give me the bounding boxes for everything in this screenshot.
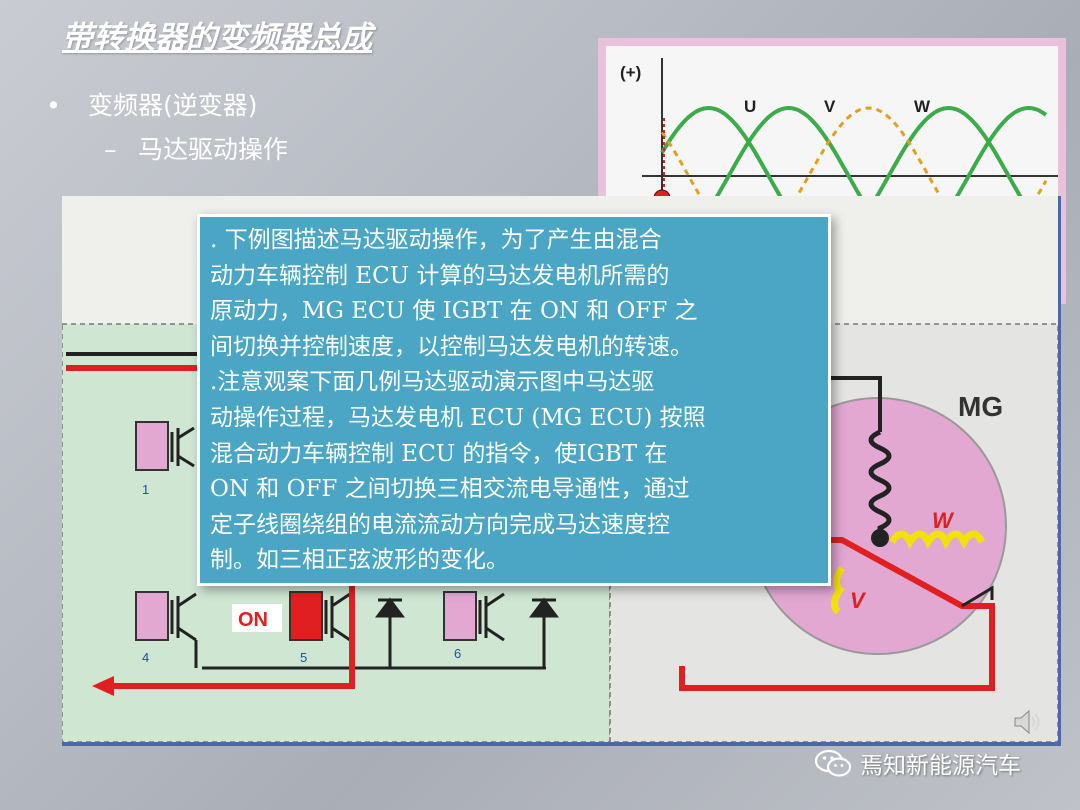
igbt-number-4: 4 <box>142 650 149 665</box>
description-line-3: 原动力，MG ECU 使 IGBT 在 ON 和 OFF 之 <box>210 298 698 325</box>
phase-w-label: W <box>914 97 931 116</box>
description-line-1: . 下例图描述马达驱动操作，为了产生由混合 <box>210 227 662 253</box>
description-line-4: 间切换并控制速度，以控制马达发电机的转速。 <box>210 333 693 360</box>
description-line-7: 混合动力车辆控制 ECU 的指令，使IGBT 在 <box>210 440 668 467</box>
bullet-dash: – <box>104 135 117 164</box>
description-line-9: 定子线圈绕组的电流流动方向完成马达速度控 <box>210 511 670 538</box>
igbt-gate-4 <box>135 591 169 641</box>
wave-v-curve <box>661 105 1048 247</box>
current-path-motor <box>679 537 995 691</box>
igbt-number-5: 5 <box>300 650 307 665</box>
coil-u <box>868 429 892 542</box>
description-textbox: . 下例图描述马达驱动操作，为了产生由混合 动力车辆控制 ECU 计算的马达发电… <box>197 214 831 586</box>
speaker-icon[interactable] <box>1012 708 1042 740</box>
coil-w <box>889 530 986 550</box>
current-path-return <box>102 586 355 689</box>
igbt-gate-5 <box>289 591 323 641</box>
coil-v <box>831 565 845 615</box>
description-line-5: .注意观案下面几例马达驱动演示图中马达驱 <box>210 369 655 396</box>
igbt-symbol-1 <box>170 426 195 468</box>
bullet-level1: • 变频器(逆变器) <box>46 86 258 122</box>
diode-5 <box>375 597 405 668</box>
description-line-2: 动力车辆控制 ECU 计算的马达发电机所需的 <box>210 262 670 289</box>
coil-w-label: W <box>932 508 955 533</box>
igbt-number-1: 1 <box>142 482 149 497</box>
igbt-gate-1 <box>135 421 169 471</box>
motor-label: MG <box>958 391 1003 422</box>
coil-v-label: V <box>850 588 867 613</box>
bullet-text-motor-drive: 马达驱动操作 <box>138 135 289 164</box>
phase-v-label: V <box>824 97 836 116</box>
igbt-number-6: 6 <box>454 646 461 661</box>
igbt-symbol-6 <box>478 592 505 642</box>
current-arrow <box>92 676 114 696</box>
on-label-bg <box>232 604 282 632</box>
wave-axis-label: (+) <box>620 63 641 82</box>
igbt-gate-6 <box>443 591 477 641</box>
neutral-point <box>871 529 889 547</box>
diode-6 <box>529 597 559 668</box>
slide-title: 带转换器的变频器总成 <box>62 20 372 56</box>
description-line-10: 制。如三相正弦波形的变化。 <box>210 547 509 574</box>
bullet-text-inverter: 变频器(逆变器) <box>88 91 258 120</box>
watermark-text: 焉知新能源汽车 <box>860 753 1021 779</box>
motor-wire-w <box>961 585 994 608</box>
bullet-dot: • <box>46 91 61 120</box>
description-line-6: 动操作过程，马达发电机 ECU (MG ECU) 按照 <box>210 404 706 431</box>
igbt-symbol-5 <box>324 592 351 642</box>
phase-u-label: U <box>744 97 756 116</box>
on-label: ON <box>238 609 268 631</box>
wechat-icon <box>814 749 852 777</box>
igbt-symbol-4 <box>170 592 198 668</box>
bullet-level2: –马达驱动操作 <box>104 130 288 166</box>
description-line-8: ON 和 OFF 之间切换三相交流电导通性，通过 <box>210 476 690 503</box>
watermark: 焉知新能源汽车 <box>814 746 1021 780</box>
